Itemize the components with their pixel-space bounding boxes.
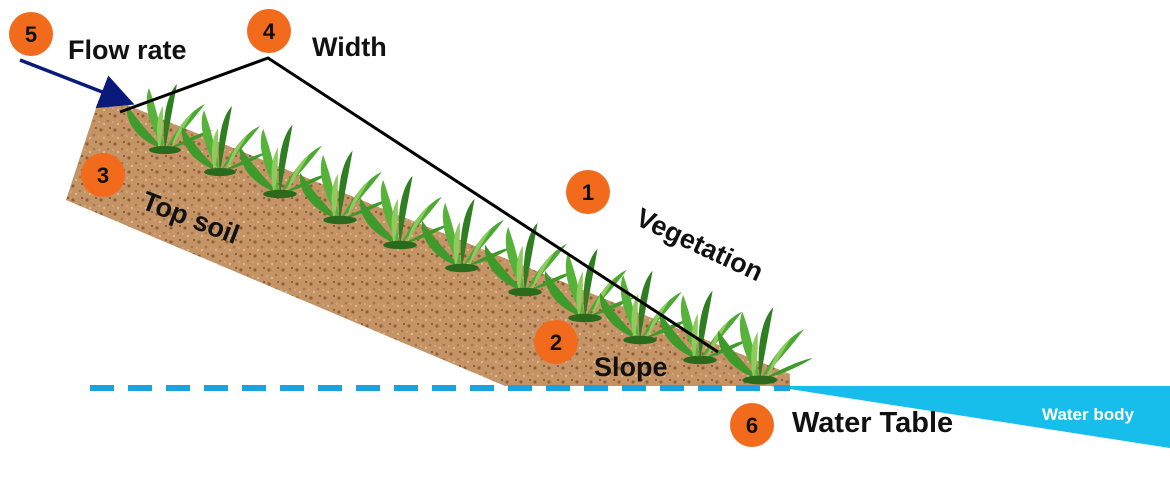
badge-3: 3 (81, 153, 125, 197)
badge-6-number: 6 (746, 413, 758, 438)
water-body-shape (770, 386, 1170, 448)
badge-5-number: 5 (25, 22, 37, 47)
badge-3-number: 3 (97, 163, 109, 188)
badge-1-number: 1 (582, 180, 594, 205)
badge-5: 5 (9, 12, 53, 56)
vegetation-label: Vegetation (631, 202, 767, 287)
badge-4-number: 4 (263, 19, 276, 44)
badge-1: 1 (566, 170, 610, 214)
width-indicator-lines (119, 56, 719, 354)
badge-6: 6 (730, 403, 774, 447)
water-table-label: Water Table (792, 407, 953, 439)
badge-2: 2 (534, 320, 578, 364)
water-body-label: Water body (1042, 405, 1134, 424)
flow-rate-arrow (19, 58, 135, 109)
badge-4: 4 (247, 9, 291, 53)
badge-2-number: 2 (550, 330, 562, 355)
flow-rate-label: Flow rate (68, 35, 187, 65)
width-label: Width (312, 32, 387, 62)
slope-label: Slope (594, 352, 668, 382)
